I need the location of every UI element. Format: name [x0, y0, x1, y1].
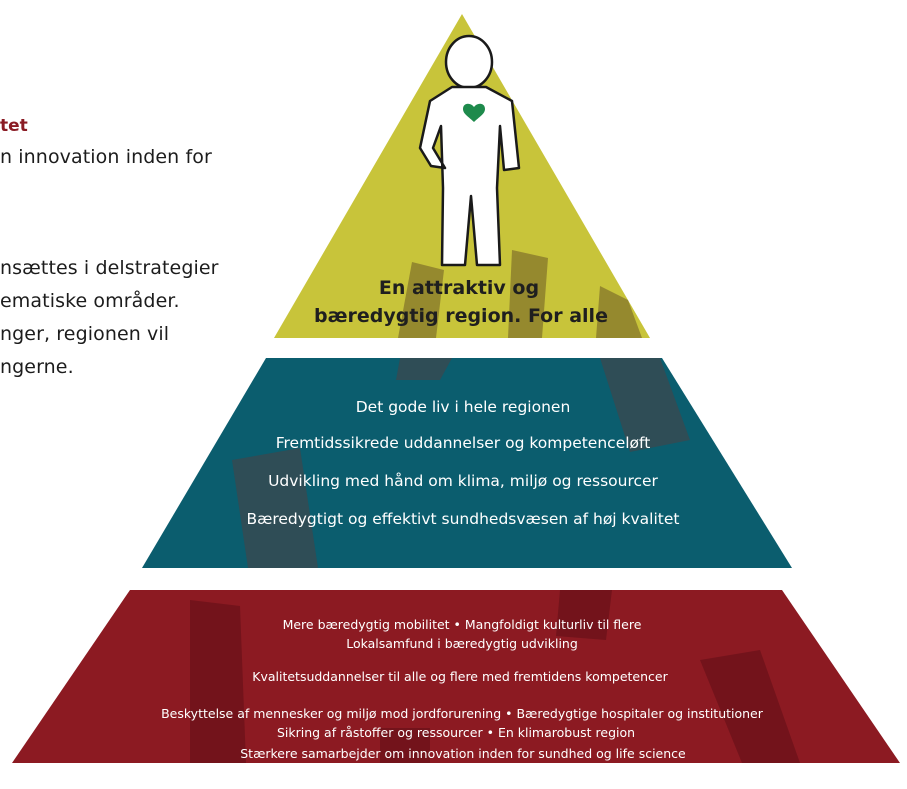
middle-tier-decoration: [232, 358, 690, 568]
bottom-item: Lokalsamfund i bæredygtig udvikling: [346, 636, 578, 651]
pyramid-middle-tier: [142, 358, 792, 568]
middle-item: Det gode liv i hele regionen: [356, 398, 571, 416]
middle-item: Fremtidssikrede uddannelser og kompetenc…: [276, 434, 651, 452]
middle-item: Bæredygtigt og effektivt sundhedsvæsen a…: [246, 510, 679, 528]
top-title-line-2: bæredygtig region. For alle: [314, 305, 608, 327]
bottom-item: Stærkere samarbejder om innovation inden…: [240, 746, 686, 761]
middle-item: Udvikling med hånd om klima, miljø og re…: [268, 472, 658, 490]
bottom-item: Mere bæredygtig mobilitet • Mangfoldigt …: [283, 617, 642, 632]
bottom-item: Beskyttelse af mennesker og miljø mod jo…: [161, 706, 764, 721]
bottom-item: Kvalitetsuddannelser til alle og flere m…: [252, 669, 668, 684]
bottom-tier-decoration: [190, 590, 800, 763]
bottom-item: Sikring af råstoffer og ressourcer • En …: [277, 725, 635, 740]
person-with-heart-icon: [418, 34, 521, 267]
heart-icon: [463, 103, 485, 122]
top-title-line-1: En attraktiv og: [379, 277, 539, 299]
top-tier-decoration: [398, 250, 642, 338]
